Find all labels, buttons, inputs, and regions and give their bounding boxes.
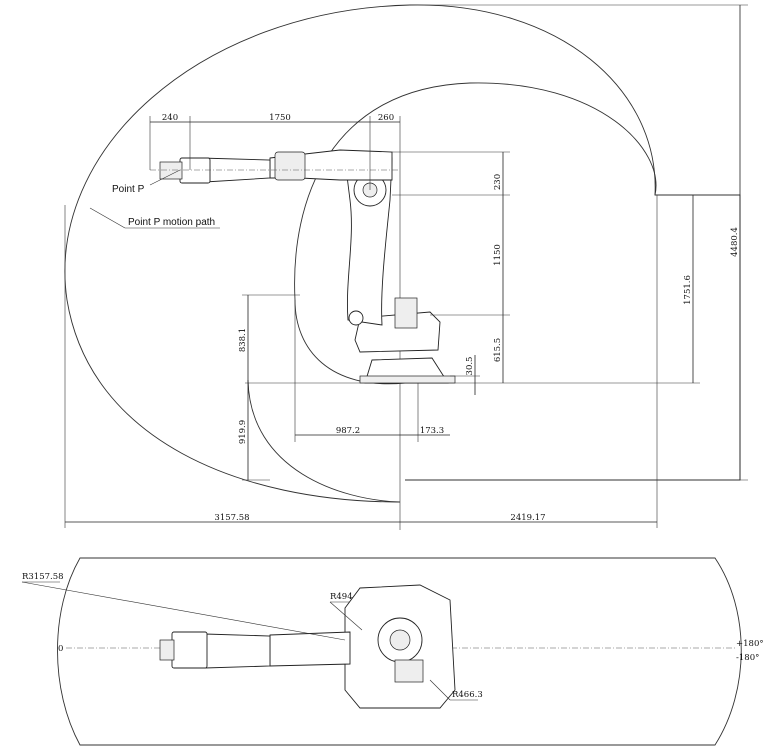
outer-motion-envelope [64, 4, 741, 503]
top-view-envelope [57, 557, 742, 746]
robot-shoulder-joint [348, 310, 364, 326]
r466-leader [429, 679, 451, 701]
robot-upper-arm-housing [274, 151, 306, 181]
robot-top-upper-arm [269, 631, 351, 667]
far-right-dimensions: 1751.6 4480.4 [405, 4, 748, 481]
robot-wrist [179, 157, 211, 184]
left-vertical-dimensions: 838.1 919.9 [238, 294, 300, 481]
dim-4480-4: 4480.4 [730, 227, 740, 257]
robot-base-plate [359, 375, 456, 384]
dim-240: 240 [162, 113, 178, 123]
dim-230: 230 [493, 174, 503, 190]
robot-side [150, 149, 456, 384]
dim-r3157-58: R3157.58 [22, 572, 64, 582]
angle-zero: 0 [58, 644, 63, 654]
dim-r466-3: R466.3 [452, 690, 483, 700]
side-view: 240 1750 260 230 1150 615.5 30.5 1751.6 … [64, 4, 748, 530]
inner-envelope-lower [247, 379, 401, 503]
dim-3157-58: 3157.58 [214, 513, 249, 523]
robot-top-wrist [171, 631, 208, 669]
right-vertical-dimensions: 230 1150 615.5 30.5 [392, 151, 510, 395]
robot-top-forearm [204, 633, 271, 669]
angle-plus-180: +180° [736, 639, 764, 649]
robot-top-motor [394, 659, 424, 683]
r3157-leader [21, 581, 346, 641]
point-p-path-label: Point P motion path [128, 217, 215, 228]
top-dimensions: 240 1750 260 [149, 113, 401, 195]
dim-1751-6: 1751.6 [683, 275, 693, 305]
robot-flange [159, 161, 183, 180]
top-view: R3157.58 R494 R466.3 0 +180° -180° [21, 557, 764, 746]
inner-motion-envelope [294, 82, 657, 385]
dim-30-5: 30.5 [465, 357, 475, 376]
lower-horizontal-dimensions: 987.2 173.3 3157.58 2419.17 [64, 195, 658, 528]
angle-minus-180: -180° [736, 653, 759, 663]
robot-motor-box [394, 297, 418, 329]
dim-919-9: 919.9 [238, 420, 248, 444]
dim-1150: 1150 [493, 244, 503, 266]
dim-260: 260 [378, 113, 394, 123]
dim-173-3: 173.3 [420, 426, 444, 436]
robot-top [159, 584, 456, 709]
r494-leader [329, 601, 363, 631]
dim-987-2: 987.2 [336, 426, 360, 436]
dim-2419-17: 2419.17 [510, 513, 545, 523]
robot-top-flange [159, 639, 175, 661]
dim-838-1: 838.1 [238, 328, 248, 352]
dim-615-5: 615.5 [493, 338, 503, 362]
dim-r494: R494 [330, 592, 353, 602]
dim-1750: 1750 [269, 113, 291, 123]
point-p-label: Point P [112, 184, 145, 195]
point-p-leader [149, 169, 181, 186]
robot-top-joint-inner [389, 629, 411, 651]
point-p-path-leader [89, 207, 126, 229]
